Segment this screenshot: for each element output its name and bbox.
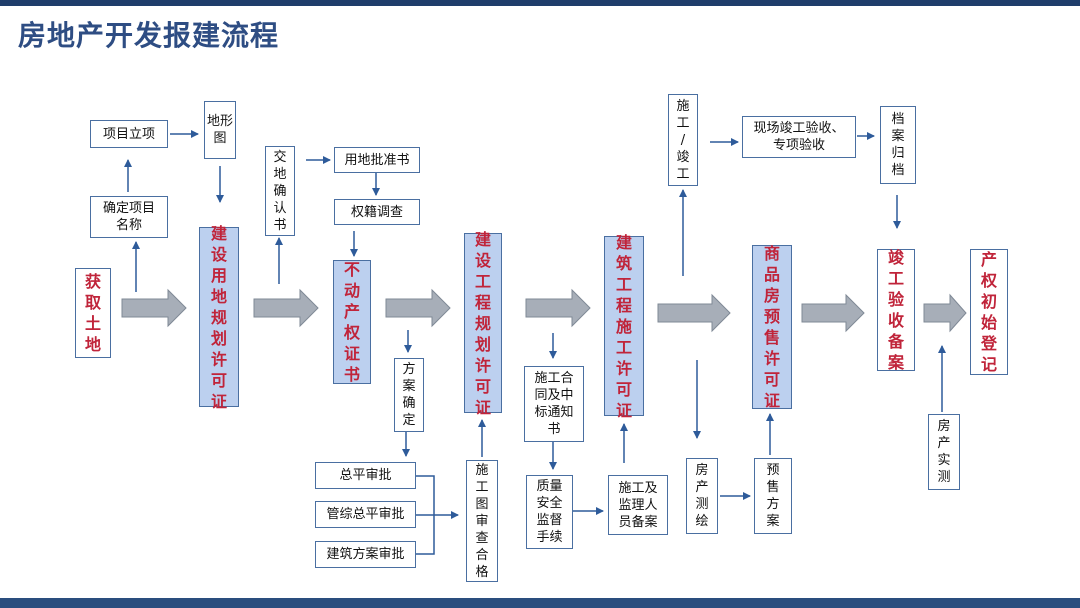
node-drawing-review: 施 工 图 审 查 合 格 <box>466 460 498 582</box>
node-title-survey: 权籍调查 <box>334 199 420 225</box>
main-flow-arrow <box>801 293 865 333</box>
node-presale-plan: 预 售 方 案 <box>754 458 792 534</box>
node-scheme-confirmed: 方 案 确 定 <box>394 358 424 432</box>
main-flow-arrow <box>121 288 187 328</box>
node-archive: 档 案 归 档 <box>880 106 916 184</box>
node-land-planning-permit: 建 设 用 地 规 划 许 可 证 <box>199 224 239 411</box>
node-topographic-map: 地形图 <box>204 101 236 159</box>
node-master-plan-review: 总平审批 <box>315 462 416 489</box>
main-flow-arrow <box>923 293 967 333</box>
node-project-approval: 项目立项 <box>90 120 168 148</box>
main-flow-arrow <box>525 288 591 328</box>
page-title: 房地产开发报建流程 <box>18 19 280 52</box>
top-accent-bar <box>0 0 1080 6</box>
main-flow-arrow <box>385 288 451 328</box>
main-flow-arrow <box>253 288 319 328</box>
node-acquire-land: 获 取 土 地 <box>75 268 111 358</box>
node-construction-permit: 建 筑 工 程 施 工 许 可 证 <box>604 233 644 420</box>
node-construction-contract: 施工合 同及中 标通知 书 <box>524 366 584 442</box>
node-property-survey: 房 产 测 绘 <box>686 458 718 534</box>
node-land-handover: 交 地 确 认 书 <box>265 146 295 236</box>
node-initial-registration: 产 权 初 始 登 记 <box>970 249 1008 375</box>
node-site-acceptance: 现场竣工验收、 专项验收 <box>742 116 856 158</box>
node-completion-filing: 竣 工 验 收 备 案 <box>877 248 915 372</box>
node-pipeline-review: 管综总平审批 <box>315 501 416 528</box>
node-project-name: 确定项目 名称 <box>90 196 168 238</box>
node-quality-safety: 质量 安全 监督 手续 <box>526 475 573 549</box>
bottom-accent-bar <box>0 598 1080 608</box>
node-property-measurement: 房 产 实 测 <box>928 414 960 490</box>
main-flow-arrow <box>657 293 731 333</box>
node-construction-completion: 施 工 / 竣 工 <box>668 94 698 186</box>
node-property-certificate: 不 动 产 权 证 书 <box>333 260 371 384</box>
node-architectural-review: 建筑方案审批 <box>315 541 416 568</box>
node-land-approval: 用地批准书 <box>334 147 420 173</box>
node-supervisor-filing: 施工及 监理人 员备案 <box>608 475 668 535</box>
node-presale-permit: 商 品 房 预 售 许 可 证 <box>752 244 792 410</box>
node-engineering-planning-permit: 建 设 工 程 规 划 许 可 证 <box>464 230 502 417</box>
bracket-connector <box>415 475 435 555</box>
